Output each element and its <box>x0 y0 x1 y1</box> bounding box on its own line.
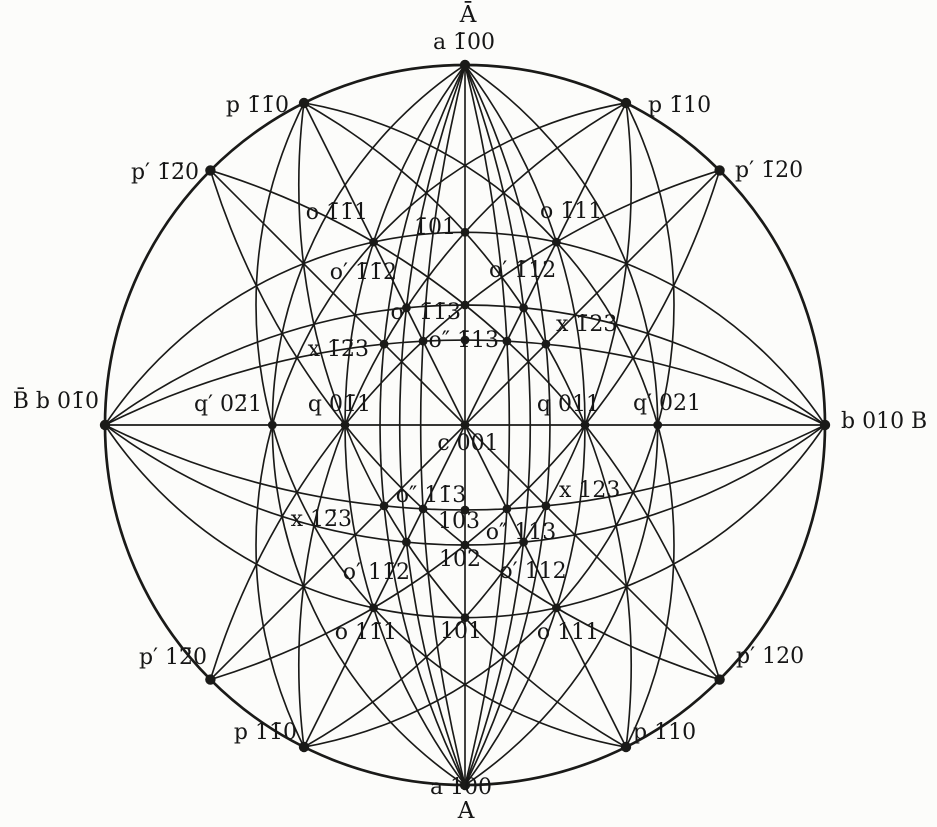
pole-dot-111 <box>552 603 561 613</box>
pole-label-001: c 001 <box>437 431 498 456</box>
pole-label-120: p′ 120 <box>736 644 804 669</box>
pole-dot-1m11 <box>369 603 378 613</box>
pole-label-m1m13: o″ 1̄1̄3 <box>391 300 461 325</box>
pole-label-0m21: q′ 02̄1 <box>194 392 262 417</box>
pole-dot-021 <box>653 420 663 430</box>
pole-label-1m23: x 12̄3 <box>291 507 352 532</box>
pole-label-113: o″ 113 <box>486 520 556 545</box>
pole-dot-m1m10 <box>298 97 310 109</box>
pole-label-m1m10: p 1̄1̄0 <box>226 93 289 118</box>
pole-label-101: 101 <box>440 619 482 644</box>
pole-dot-m120 <box>714 165 725 176</box>
pole-dot-102 <box>460 540 470 550</box>
pole-dot-m102 <box>460 300 470 310</box>
pole-dot-001 <box>460 420 470 430</box>
pole-label-0m11: q 01̄1 <box>308 392 371 417</box>
pole-dot-m1m12 <box>402 303 411 313</box>
pole-label-m1m23: x 1̄2̄3 <box>308 337 369 362</box>
pole-label-m1m20: p′ 1̄2̄0 <box>131 160 199 185</box>
pole-label-103: 103 <box>438 509 480 534</box>
pole-dot-m112 <box>519 303 528 313</box>
pole-labels-group: a 1̄00 a 100 b 010 B B̄ b 01̄0 p 110 p 1̄1̄0 p… <box>13 2 927 824</box>
zone-arc-m1m11 <box>105 65 633 785</box>
pole-label-m110: p 1̄10 <box>648 93 711 118</box>
pole-dot-0m10 <box>99 419 111 431</box>
pole-dot-113 <box>502 504 512 514</box>
pole-dot-0m11 <box>340 420 350 430</box>
pole-dot-m103 <box>460 335 470 345</box>
pole-dot-m113 <box>502 336 512 346</box>
pole-dot-m1m23 <box>379 339 389 349</box>
pole-dot-101 <box>460 613 470 623</box>
pole-label-1m12: o′ 11̄2 <box>343 560 410 585</box>
pole-dot-103 <box>460 505 470 515</box>
pole-label-1m10: p 11̄0 <box>234 720 297 745</box>
pole-dot-m100 <box>459 59 471 71</box>
pole-label-123: x 123 <box>559 478 620 503</box>
pole-dot-1m13 <box>418 504 428 514</box>
axis-end-label-1: A <box>457 798 475 824</box>
pole-label-m112: o′ 1̄12 <box>489 258 556 283</box>
pole-dot-010 <box>819 419 831 431</box>
pole-label-m113: o″ 1̄13 <box>429 328 499 353</box>
pole-dot-m1m13 <box>418 336 428 346</box>
pole-dots-group <box>99 59 831 791</box>
pole-label-1m13: o″ 11̄3 <box>396 483 466 508</box>
pole-dot-120 <box>714 674 725 685</box>
pole-label-011: q 011 <box>537 392 600 417</box>
pole-dot-m123 <box>541 339 551 349</box>
axis-end-label-0: Ā <box>459 2 477 28</box>
pole-dot-112 <box>519 537 528 547</box>
pole-label-102: 102 <box>439 547 481 572</box>
zone-arc-0m21 <box>105 65 532 785</box>
pole-label-100: a 100 <box>430 775 492 800</box>
zone-arc-031 <box>419 65 825 785</box>
pole-dot-123 <box>541 501 551 511</box>
pole-dot-m110 <box>620 97 632 109</box>
pole-label-0m10: B̄ b 01̄0 <box>13 387 99 414</box>
zone-arc-0m31 <box>105 65 511 785</box>
pole-dot-100 <box>459 779 471 791</box>
pole-dot-0m21 <box>267 420 277 430</box>
zone-arc-111 <box>297 65 825 785</box>
pole-dot-1m20 <box>205 674 216 685</box>
pole-dot-110 <box>620 741 632 753</box>
pole-label-m100: a 1̄00 <box>433 30 495 55</box>
pole-label-m1m11: o 1̄1̄1 <box>306 200 368 225</box>
zone-arc-032 <box>379 65 825 785</box>
pole-dot-011 <box>580 420 590 430</box>
pole-dot-m111 <box>552 237 561 247</box>
pole-label-m111: o 1̄11 <box>540 199 602 224</box>
pole-label-110: p 110 <box>633 720 696 745</box>
pole-label-m123: x 1̄23 <box>556 312 617 337</box>
pole-dot-1m12 <box>402 537 411 547</box>
zone-arc-0m32 <box>105 65 551 785</box>
pole-label-1m20: p′ 12̄0 <box>139 645 207 670</box>
pole-label-m120: p′ 1̄20 <box>735 158 803 183</box>
pole-dot-m101 <box>460 227 470 237</box>
pole-dot-1m23 <box>379 501 389 511</box>
pole-dot-m1m20 <box>205 165 216 176</box>
pole-dot-1m10 <box>298 741 310 753</box>
pole-label-010: b 010 B <box>841 409 927 434</box>
pole-dot-m1m11 <box>369 237 378 247</box>
pole-label-m1m12: o′ 1̄1̄2 <box>330 260 397 285</box>
zone-arc-021 <box>398 65 825 785</box>
pole-label-111: o 111 <box>537 620 599 645</box>
zone-arc-1m11 <box>105 65 633 785</box>
pole-label-021: q′ 021 <box>633 391 701 416</box>
pole-label-112: o′ 112 <box>499 559 566 584</box>
zone-arc-m111 <box>297 65 825 785</box>
pole-label-1m11: o 11̄1 <box>335 620 397 645</box>
pole-label-m101: 1̄01 <box>414 215 456 240</box>
